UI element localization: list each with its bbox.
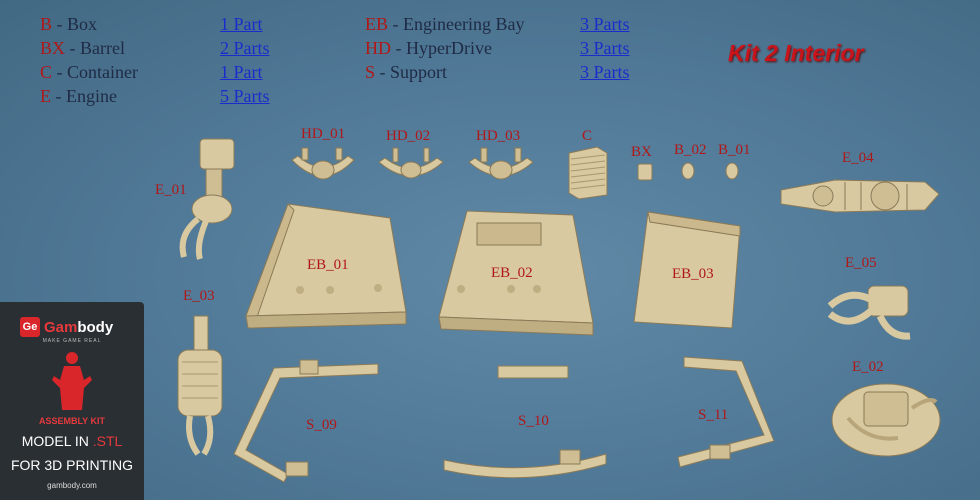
label-e-04: E_04 [842,150,874,166]
barrel-parts-link[interactable]: 2 Parts [220,38,270,58]
label-e-05: E_05 [845,255,877,271]
label-e-03: E_03 [183,288,215,304]
legend-row-barrel: BX - Barrel [40,38,125,58]
assembly-kit-label: ASSEMBLY KIT [38,416,105,426]
label-s-11: S_11 [698,407,729,423]
part-e-04-render [780,179,940,213]
part-hd-02-render [378,147,444,179]
figure-icon [52,352,92,410]
part-s-10-render [443,365,607,479]
model-format-label: MODEL IN .STL [21,433,123,449]
label-s-10: S_10 [518,413,549,429]
part-e-02-render [831,383,941,457]
kit-title: Kit 2 Interior [728,40,864,66]
label-eb-02: EB_02 [491,265,533,281]
label-bx: BX [631,144,652,160]
part-b-02-render [681,162,695,180]
part-bx-render [637,163,653,181]
part-s-11-render [677,356,775,468]
part-count-links-mid: 3 Parts 3 Parts 3 Parts [580,12,630,84]
website-link[interactable]: gambody.com [47,481,97,490]
box-parts-link[interactable]: 1 Part [220,14,263,34]
gambody-logo-mark: Ge [20,317,40,337]
engineering-bay-parts-link[interactable]: 3 Parts [580,14,630,34]
legend-row-engine: E - Engine [40,86,117,106]
legend-row-support: S - Support [365,62,448,82]
label-b-01: B_01 [718,142,751,158]
part-e-03-render [177,315,223,456]
label-hd-01: HD_01 [301,126,346,142]
label-c: C [582,128,593,144]
label-e-01: E_01 [155,182,187,198]
gambody-badge: Ge Gambody MAKE GAME REAL ASSEMBLY KIT M… [0,302,144,500]
label-s-09: S_09 [306,417,337,433]
gambody-tagline: MAKE GAME REAL [42,338,102,344]
hyperdrive-parts-link[interactable]: 3 Parts [580,38,630,58]
label-e-02: E_02 [852,359,884,375]
legend-left: B - Box BX - Barrel C - Container E - En… [40,12,138,108]
label-b-02: B_02 [674,142,707,158]
part-s-09-render [233,359,379,483]
legend-row-box: B - Box [40,14,98,34]
part-e-01-render [179,138,235,260]
part-eb-01-render [245,203,407,329]
legend-row-engineering-bay: EB - Engineering Bay [365,14,525,34]
support-parts-link[interactable]: 3 Parts [580,62,630,82]
part-hd-01-render [291,147,355,180]
printing-label: FOR 3D PRINTING [10,457,134,473]
gambody-brand: Gambody [44,318,114,336]
label-eb-01: EB_01 [307,257,349,273]
part-count-links-left: 1 Part 2 Parts 1 Part 5 Parts [220,12,270,108]
part-e-05-render [827,285,911,340]
engine-parts-link[interactable]: 5 Parts [220,86,270,106]
part-eb-02-render [438,210,594,336]
legend-mid: EB - Engineering Bay HD - HyperDrive S -… [365,12,524,84]
part-hd-03-render [468,147,534,180]
part-c-render [568,146,608,200]
label-eb-03: EB_03 [672,266,714,282]
label-hd-02: HD_02 [386,128,431,144]
part-b-01-render [725,162,739,180]
legend-row-hyperdrive: HD - HyperDrive [365,38,492,58]
part-eb-03-render [633,211,741,329]
container-parts-link[interactable]: 1 Part [220,62,263,82]
gambody-logo: Ge Gambody [20,316,113,338]
legend-row-container: C - Container [40,62,138,82]
label-hd-03: HD_03 [476,128,521,144]
